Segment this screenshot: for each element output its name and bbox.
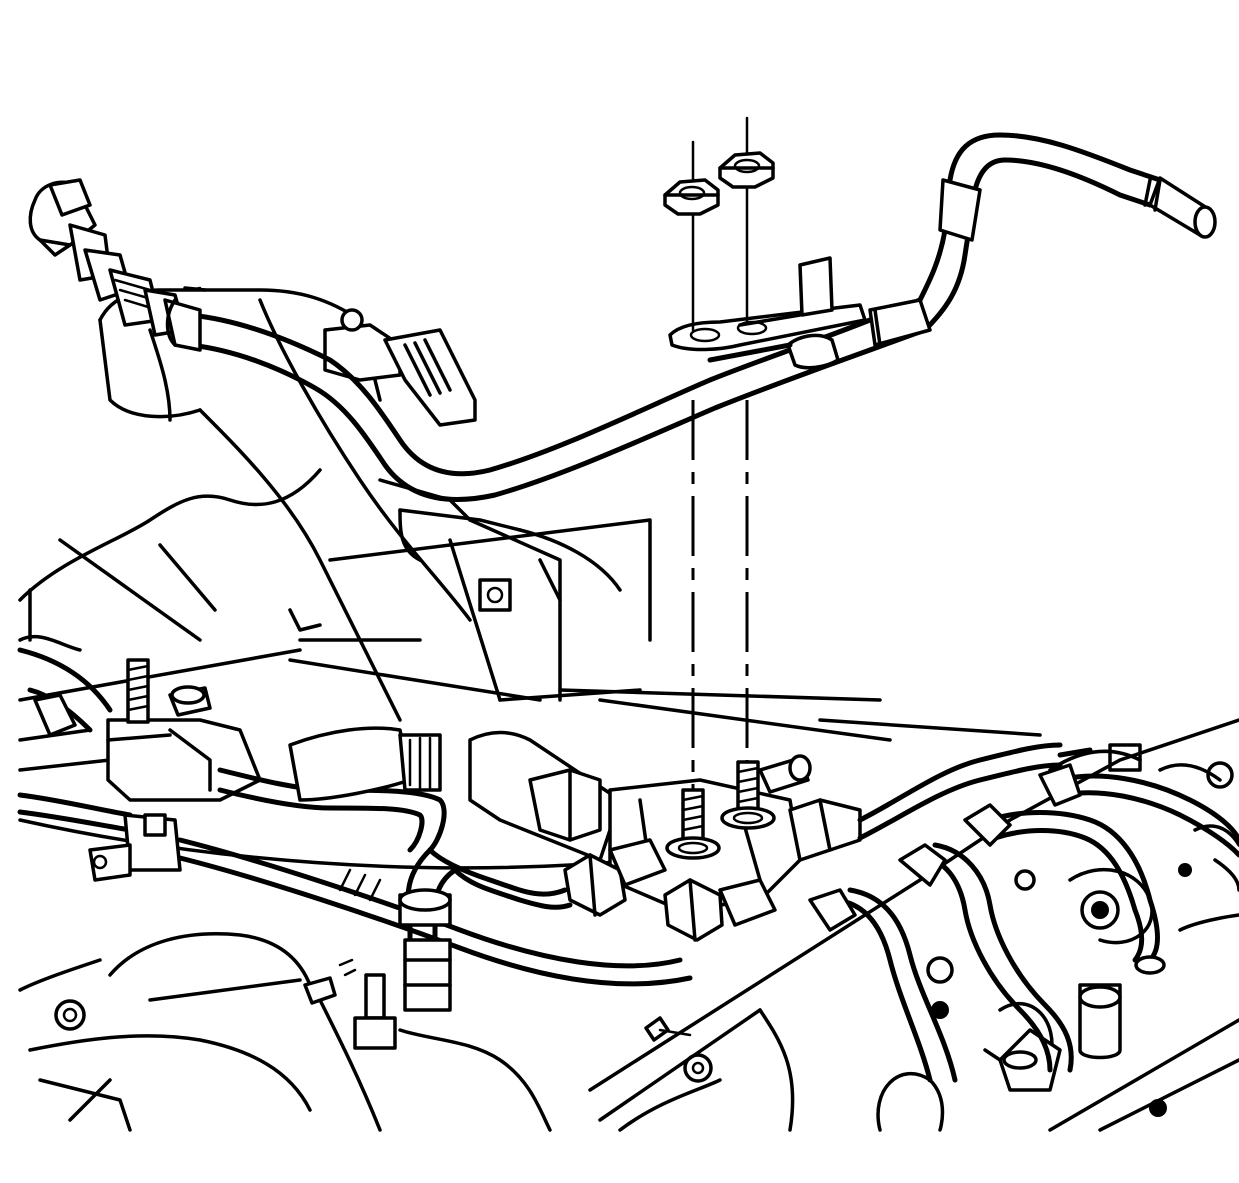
- nut: [718, 151, 775, 189]
- stud: [720, 760, 776, 830]
- nuts: [663, 151, 775, 216]
- pipe-connector: [28, 178, 207, 352]
- nut: [663, 178, 720, 216]
- fuel-return-pipe: [187, 132, 1217, 502]
- intake-manifold: [98, 288, 642, 722]
- fuel-injection-pipes: [17, 647, 1239, 1083]
- stud: [665, 788, 721, 860]
- retaining-bracket: [668, 256, 867, 370]
- alignment-lines: [691, 116, 749, 790]
- studs: [665, 754, 812, 860]
